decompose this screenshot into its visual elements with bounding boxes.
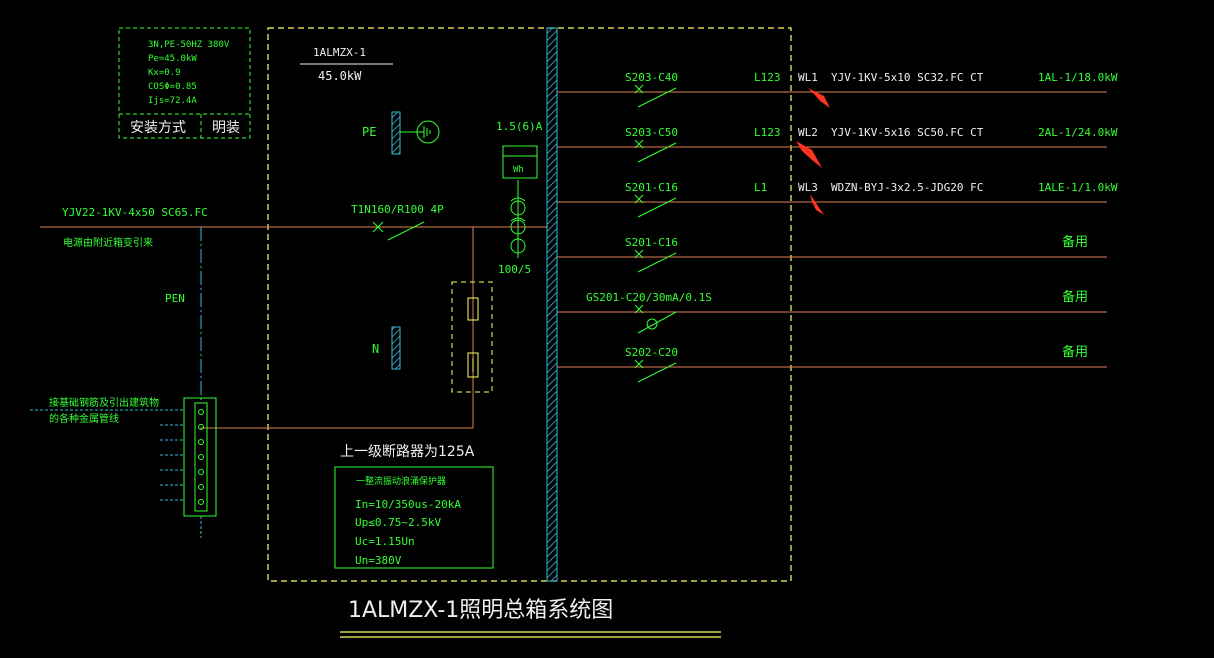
breaker-icon [637,362,677,383]
breaker-icon [637,142,677,163]
diagram-title: 1ALMZX-1照明总箱系统图 [348,598,613,623]
spd-line: Un=380V [355,554,402,567]
panel-name: 1ALMZX-1 [313,46,366,59]
fuse-icon [467,297,479,321]
circuit-breaker: S203-C40 [625,71,678,84]
install-method-label: 安装方式 [130,120,186,136]
main-breaker-icon [387,221,425,241]
n-bar [391,326,401,370]
breaker-icon [637,197,677,218]
panel-power: 45.0kW [318,69,362,83]
circuit-row: S201-C16 L1 WL3 WDZN-BYJ-3x2.5-JDG20 FC … [557,181,1118,218]
circuit-load: 1ALE-1/1.0kW [1038,181,1118,194]
ground-note: 的各种金属管线 [49,412,119,425]
panel-enclosure [267,27,792,582]
spec-line: Kx=0.9 [148,68,181,78]
surge-arrester-icon [467,352,479,378]
breaker-icon [637,252,677,273]
grounding-terminal [183,397,217,517]
circuit-load: 备用 [1062,344,1088,360]
energy-meter [502,145,538,179]
spec-line: Pe=45.0kW [148,54,197,64]
pe-bar [391,111,401,155]
busbar [546,27,558,582]
circuit-wl: WL3 [798,181,818,194]
circuit-cable: YJV-1KV-5x10 SC32.FC CT [831,71,984,84]
spd-spec-box [334,466,494,569]
incoming-cable: YJV22-1KV-4x50 SC65.FC [62,206,208,219]
circuit-load: 2AL-1/24.0kW [1038,126,1118,139]
spec-line: Ijs=72.4A [148,96,197,106]
circuit-row: S203-C50 L123 WL2 YJV-1KV-5x16 SC50.FC C… [557,126,1118,163]
circuit-breaker: S203-C50 [625,126,678,139]
circuit-breaker: S201-C16 [625,181,678,194]
meter-rating: 1.5(6)A [496,120,543,133]
spec-box: 3N,PE-50HZ 380V Pe=45.0kW Kx=0.9 COSΦ=0.… [118,27,251,139]
spec-line: COSΦ=0.85 [148,82,197,92]
circuit-load: 备用 [1062,234,1088,250]
current-transformer-icon [510,180,526,258]
incoming-note: 电源由附近箱变引来 [63,236,153,249]
circuit-cable: YJV-1KV-5x16 SC50.FC CT [831,126,984,139]
install-method-value: 明装 [212,120,240,136]
circuit-phase: L123 [754,126,781,139]
spd-enclosure [451,281,493,393]
breaker-icon [637,87,677,108]
pe-label: PE [362,125,376,139]
circuit-row: S203-C40 L123 WL1 YJV-1KV-5x10 SC32.FC C… [557,71,1118,108]
circuit-load: 1AL-1/18.0kW [1038,71,1118,84]
spd-line: In=10/350us-20kA [355,498,461,511]
circuit-row: S202-C20 备用 [557,344,1107,383]
spec-line: 3N,PE-50HZ 380V [148,40,230,50]
spd-line: Uc=1.15Un [355,535,415,548]
circuit-phase: L123 [754,71,781,84]
pen-label: PEN [165,292,185,305]
circuit-cable: WDZN-BYJ-3x2.5-JDG20 FC [831,181,983,194]
spd-line: Up≤0.75~2.5kV [355,516,441,529]
circuit-breaker: GS201-C20/30mA/0.1S [586,291,712,304]
circuit-breaker: S202-C20 [625,346,678,359]
meter-symbol: Wh [513,165,524,175]
circuit-breaker: S201-C16 [625,236,678,249]
ground-note: 接基础钢筋及引出建筑物 [49,396,159,409]
circuit-row: GS201-C20/30mA/0.1S 备用 [557,289,1107,334]
circuit-load: 备用 [1062,289,1088,305]
circuit-phase: L1 [754,181,767,194]
n-label: N [372,342,379,356]
spd-title: 一整流振动浪涌保护器 [356,475,446,487]
main-breaker: T1N160/R100 4P [351,203,444,216]
annotation-arrow-icon [796,88,830,215]
circuit-wl: WL2 [798,126,818,139]
upstream-note: 上一级断路器为125A [340,444,475,460]
ct-ratio: 100/5 [498,263,531,276]
circuit-row: S201-C16 备用 [557,234,1107,273]
circuit-wl: WL1 [798,71,818,84]
